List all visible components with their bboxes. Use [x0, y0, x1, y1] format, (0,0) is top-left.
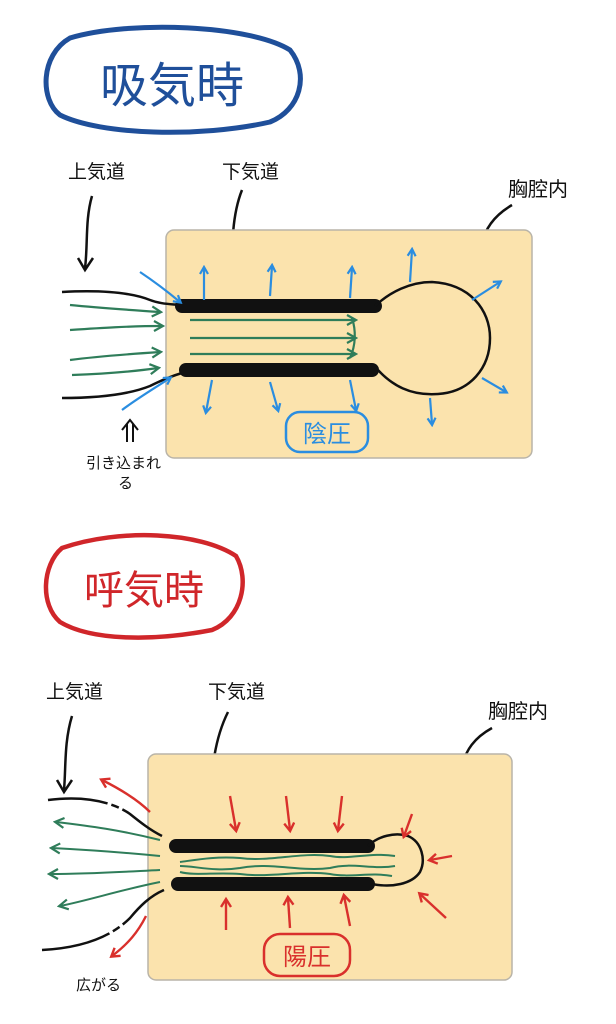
exhale-pressure-badge [262, 932, 352, 978]
exhale-title: 呼気時 [84, 568, 204, 614]
inhale-upper-airway-label: 上気道 [68, 161, 125, 183]
inhale-section: 吸気時 上気道 下気道 胸腔内 [43, 24, 568, 492]
inhale-up-arrow-icon [121, 418, 139, 442]
exhale-pressure-label: 陽圧 [283, 943, 331, 971]
inhale-thoracic-label: 胸腔内 [508, 177, 568, 201]
inhale-chest-cavity [165, 229, 533, 459]
inhale-upper-airway-bottom [61, 371, 183, 400]
inhale-lower-airway-label: 下気道 [222, 161, 279, 183]
exhale-upper-airway-bottom [41, 888, 165, 952]
exhale-upper-airway-top [47, 797, 163, 838]
inhale-title-bubble [43, 24, 303, 135]
inhale-airflow [69, 303, 355, 377]
exhale-airflow [50, 822, 396, 906]
exhale-thoracic-label: 胸腔内 [488, 699, 548, 723]
exhale-lower-airway-label: 下気道 [208, 681, 265, 703]
exhale-upper-airway-label: 上気道 [46, 681, 103, 703]
inhale-pressure-label: 陰圧 [303, 420, 351, 448]
inhale-note-line1: 引き込まれ [86, 454, 161, 472]
exhale-title-bubble [43, 532, 245, 640]
inhale-title: 吸気時 [100, 58, 244, 114]
exhale-section: 呼気時 上気道 下気道 胸腔内 [41, 532, 548, 994]
exhale-positive-pressure-arrows [102, 780, 453, 956]
inhale-pressure-badge [284, 410, 370, 454]
exhale-note: 広がる [76, 976, 121, 994]
inhale-upper-airway-top [61, 290, 181, 307]
inhale-note-line2: る [118, 474, 133, 492]
inhale-upper-pointer [83, 195, 94, 269]
inhale-alveolus [374, 280, 492, 396]
exhale-alveolus [367, 833, 424, 887]
exhale-upper-pointer [62, 715, 74, 791]
inhale-negative-pressure-arrows [121, 250, 506, 424]
